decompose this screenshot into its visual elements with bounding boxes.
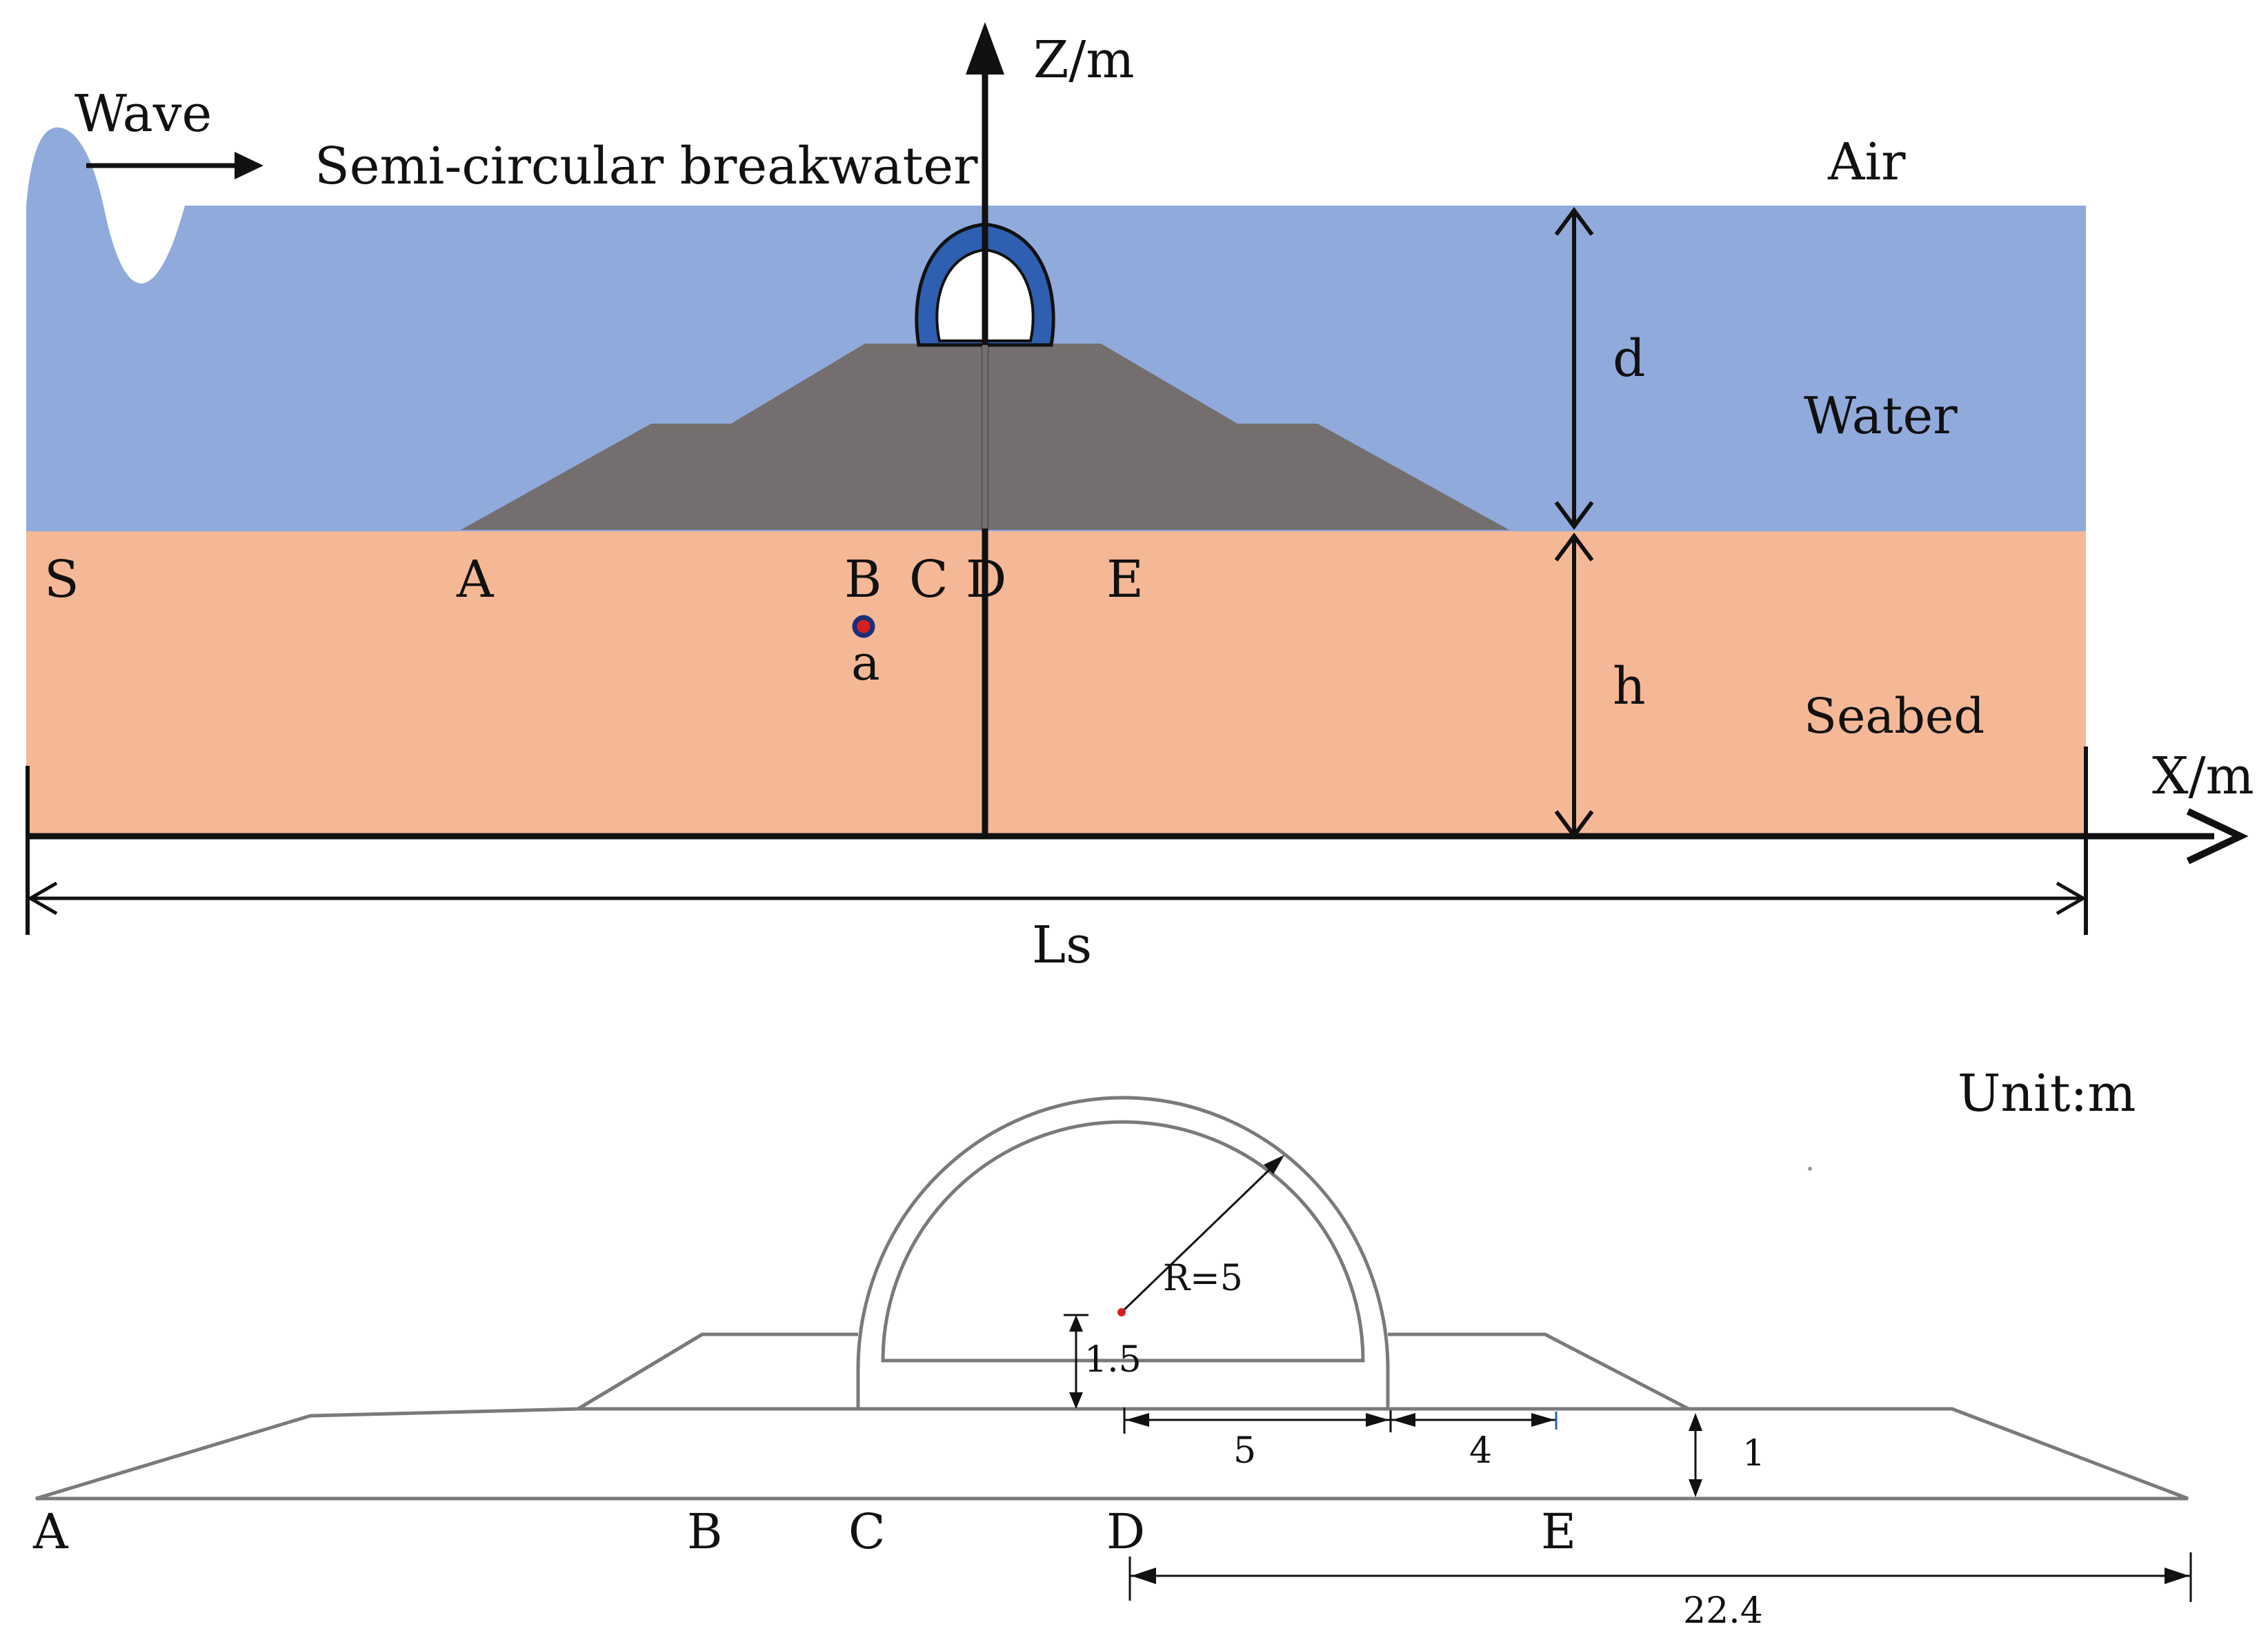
- dim-ls-label: Ls: [1032, 916, 1092, 975]
- top-panel: Z/m X/m Wave Semi-circular breakwater Ai…: [26, 22, 2254, 975]
- dim-height-bottom-arrow: [1069, 1392, 1083, 1409]
- z-axis-label: Z/m: [1033, 30, 1135, 90]
- bottom-point-b-label: B: [687, 1503, 722, 1560]
- point-d-label: D: [966, 550, 1006, 609]
- dim-five-right-arrow: [1366, 1413, 1389, 1427]
- dim-ls-left-arrow: [27, 881, 58, 916]
- radius-arrowhead: [1264, 1155, 1284, 1174]
- radius-line: [1120, 1162, 1277, 1314]
- point-e-label: E: [1106, 550, 1144, 609]
- point-c-label: C: [909, 550, 948, 609]
- x-axis-arrowhead: [2186, 808, 2249, 865]
- dim-d-bottom-arrow: [1554, 501, 1594, 531]
- dim-d-label: d: [1613, 329, 1645, 388]
- dim-five-label: 5: [1233, 1430, 1256, 1472]
- point-b-label: B: [844, 550, 882, 609]
- air-label: Air: [1827, 132, 1906, 192]
- berm-outline: [577, 1332, 858, 1411]
- monitor-point-label: a: [851, 635, 880, 691]
- z-axis-mound-cover: [982, 345, 988, 528]
- water-label: Water: [1804, 386, 1958, 446]
- unit-label: Unit:m: [1958, 1064, 2136, 1123]
- bottom-point-e-label: E: [1541, 1503, 1576, 1560]
- dim-one-bottom-arrow: [1689, 1479, 1702, 1497]
- dim-h-label: h: [1613, 657, 1646, 716]
- dim-total-right-arrow: [2165, 1568, 2189, 1584]
- z-axis-arrowhead: [966, 22, 1004, 75]
- dim-four-left-arrow: [1392, 1413, 1415, 1427]
- seabed-label: Seabed: [1804, 688, 1984, 744]
- monitor-point-marker: [852, 615, 875, 638]
- bottom-point-a-label: A: [32, 1503, 69, 1560]
- dim-five-left-arrow: [1126, 1413, 1149, 1427]
- bottom-point-d-label: D: [1106, 1503, 1145, 1560]
- dim-four-right-arrow: [1531, 1413, 1555, 1427]
- center-point: [1117, 1308, 1126, 1316]
- x-axis-label: X/m: [2152, 747, 2254, 806]
- dim-height-label: 1.5: [1084, 1339, 1142, 1381]
- dim-one-label: 1: [1742, 1433, 1765, 1474]
- wave-arrowhead: [235, 152, 263, 179]
- wave-trough: [103, 206, 185, 284]
- dim-total-left-arrow: [1131, 1568, 1156, 1584]
- wave-shape: [26, 127, 103, 206]
- bottom-point-c-label: C: [848, 1503, 886, 1560]
- semicircle-inner: [881, 1120, 1365, 1363]
- seabed-layer: [26, 531, 2086, 835]
- wave-label: Wave: [74, 84, 212, 144]
- berm-left: [577, 1332, 858, 1411]
- dim-d-top-arrow: [1554, 206, 1594, 236]
- dim-height-top-arrow: [1069, 1315, 1083, 1332]
- berm-right: [1388, 1332, 1690, 1411]
- point-s-label: S: [44, 550, 79, 609]
- dim-h-top-arrow: [1554, 532, 1594, 562]
- dim-h-bottom-arrow: [1554, 810, 1594, 840]
- bottom-panel: Unit:m R=5 1.5 5 4: [32, 1064, 2192, 1632]
- base-mound-outline: [35, 1407, 2189, 1501]
- dim-one-top-arrow: [1689, 1413, 1702, 1431]
- stray-dot: [1808, 1167, 1812, 1171]
- semicircle-outer: [856, 1096, 1390, 1409]
- dim-ls-right-arrow: [2056, 881, 2087, 916]
- radius-label: R=5: [1163, 1258, 1243, 1299]
- breakwater-label: Semi-circular breakwater: [315, 137, 978, 196]
- dim-total-label: 22.4: [1683, 1590, 1763, 1632]
- dim-four-label: 4: [1469, 1430, 1492, 1472]
- point-a-label: A: [456, 550, 495, 609]
